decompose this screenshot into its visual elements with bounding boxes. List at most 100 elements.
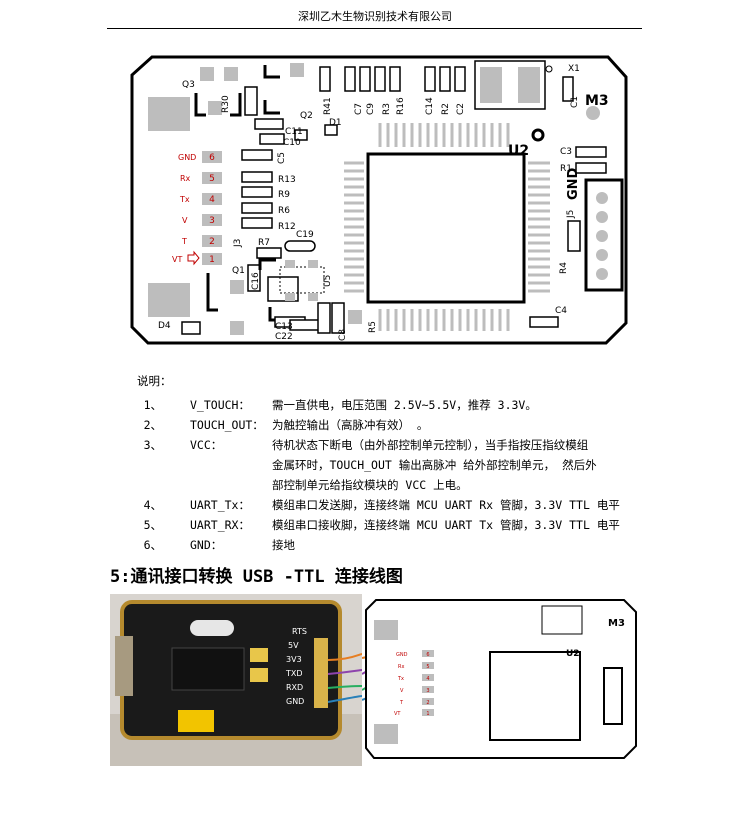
- ref-r12: R12: [278, 222, 296, 232]
- small-model-label: M3: [608, 618, 625, 629]
- ref-r7: R7: [258, 238, 270, 248]
- small-pin-label-v: V: [400, 688, 404, 694]
- pin-num-2: 2: [209, 237, 215, 247]
- small-pin-num-1: 1: [426, 711, 429, 717]
- note-text: 为触控输出（高脉冲有效） 。: [272, 418, 429, 432]
- ref-c7: C7: [354, 103, 364, 115]
- model-label: M3: [585, 93, 609, 109]
- ref-c4: C4: [555, 306, 567, 316]
- ref-c11: C11: [285, 127, 303, 137]
- small-pin-num-3: 3: [426, 688, 429, 694]
- ref-gnd: GND: [566, 167, 581, 200]
- pin-label-t: T: [181, 237, 187, 246]
- ref-c10: C10: [283, 138, 301, 148]
- small-pin-num-6: 6: [426, 652, 429, 658]
- note-item: 4、 UART_Tx： 模组串口发送脚，连接终端 MCU UART Rx 管脚，3.…: [137, 495, 645, 515]
- ref-q3: Q3: [182, 80, 195, 90]
- ref-r5: R5: [368, 321, 378, 333]
- ref-c16: C16: [251, 272, 261, 290]
- adapter-pin-rxd: RXD: [286, 683, 303, 692]
- header-rule: [107, 28, 642, 29]
- ref-r30: R30: [221, 95, 231, 113]
- note-item: 6、 GND： 接地: [137, 535, 645, 555]
- ref-q1: Q1: [232, 266, 245, 276]
- note-number: 4、: [143, 498, 162, 512]
- ref-j3: J3: [233, 239, 243, 248]
- ref-c1: C1: [570, 96, 580, 108]
- small-pin-label-t: T: [399, 700, 404, 706]
- pin-label-rx: Rx: [180, 174, 191, 183]
- pad-d4-area: [148, 283, 190, 317]
- note-text: 模组串口接收脚，连接终端 MCU UART Tx 管脚，3.3V TTL 电平: [272, 518, 620, 532]
- pin-num-4: 4: [209, 195, 215, 205]
- note-number: 6、: [143, 538, 162, 552]
- pin-label-gnd: GND: [178, 153, 196, 162]
- adapter-pin-3v3: 3V3: [286, 655, 302, 664]
- ref-r1: R1: [560, 164, 572, 174]
- note-item: 5、UART_RX：模组串口接收脚，连接终端 MCU UART Tx 管脚，3.…: [137, 515, 645, 535]
- ref-r41: R41: [323, 97, 333, 115]
- small-pin-num-5: 5: [426, 664, 429, 670]
- note-key: TOUCH_OUT：: [190, 418, 264, 432]
- note-key: UART_Tx：: [190, 498, 250, 512]
- adapter-pin-gnd: GND: [286, 697, 304, 706]
- ref-c2: C2: [456, 103, 466, 115]
- ref-j5: J5: [566, 210, 576, 219]
- adapter-pin-txd: TXD: [285, 669, 303, 678]
- ref-d4: D4: [158, 321, 171, 331]
- ref-c22: C22: [275, 332, 293, 342]
- notes-block: 说明： 1、 V_TOUCH： 需一直供电，电压范围 2.5V~5.5V，推荐 3.…: [137, 373, 645, 555]
- ref-d1: D1: [329, 118, 342, 128]
- small-pin-num-2: 2: [426, 700, 429, 706]
- chip-label: U2: [508, 143, 529, 159]
- ref-c5: C5: [277, 152, 287, 164]
- ref-c8: C8: [338, 329, 348, 341]
- note-number: 3、: [143, 438, 162, 452]
- ref-u5: U5: [323, 275, 333, 287]
- ref-x1: X1: [568, 64, 580, 74]
- pin-num-6: 6: [209, 153, 215, 163]
- ref-r6: R6: [278, 206, 290, 216]
- note-item: 3、 VCC： 待机状态下断电（由外部控制单元控制），当手指按压指纹模组: [137, 435, 645, 455]
- note-text-continued: 部控制单元给指纹模块的 VCC 上电。: [272, 478, 468, 492]
- section-title: 5:通讯接口转换 USB -TTL 连接线图: [110, 567, 403, 587]
- arrow-icon: [187, 250, 200, 266]
- pin-label-vt: VT: [172, 255, 182, 264]
- small-chip-label: U2: [566, 649, 580, 659]
- notes-title: 说明：: [137, 374, 172, 388]
- u2-chip: [366, 152, 526, 304]
- ref-c13: C13: [275, 322, 293, 332]
- ref-r3: R3: [382, 103, 392, 115]
- note-text: 待机状态下断电（由外部控制单元控制），当手指按压指纹模组: [272, 438, 589, 452]
- usb-ttl-photo: RTS 5V 3V3 TXD RXD GND: [110, 594, 362, 766]
- jumper: [178, 710, 214, 732]
- ref-c3: C3: [560, 147, 572, 157]
- note-item: 2、 TOUCH_OUT： 为触控输出（高脉冲有效） 。: [137, 415, 645, 435]
- notes-list: 1、 V_TOUCH： 需一直供电，电压范围 2.5V~5.5V，推荐 3.3V。 2…: [137, 395, 645, 555]
- note-key: VCC：: [190, 438, 223, 452]
- ref-c19: C19: [296, 230, 314, 240]
- note-text: 需一直供电，电压范围 2.5V~5.5V，推荐 3.3V。: [272, 398, 537, 412]
- note-number: 2、: [143, 418, 162, 432]
- note-key: GND：: [190, 538, 223, 552]
- small-pin-label-rx: Rx: [398, 664, 404, 670]
- note-text: 模组串口发送脚，连接终端 MCU UART Rx 管脚，3.3V TTL 电平: [272, 498, 620, 512]
- pin-num-5: 5: [209, 174, 215, 184]
- pad-q3: [148, 97, 190, 131]
- note-text-continued: 金属环时，TOUCH_OUT 输出高脉冲 给外部控制单元， 然后外: [272, 458, 597, 472]
- small-pin-num-4: 4: [426, 676, 429, 682]
- small-pin-label-gnd: GND: [396, 652, 408, 658]
- adapter-rts: RTS: [292, 627, 307, 636]
- note-number: 1、: [143, 398, 162, 412]
- ref-q2: Q2: [300, 111, 313, 121]
- note-number: 5、: [143, 518, 162, 532]
- ref-r9: R9: [278, 190, 290, 200]
- note-text: 接地: [272, 538, 295, 552]
- pin-num-3: 3: [209, 216, 215, 226]
- note-key: V_TOUCH：: [190, 398, 250, 412]
- pin-num-1: 1: [209, 255, 215, 265]
- pin-label-v: V: [182, 216, 188, 225]
- ref-r16: R16: [396, 97, 406, 115]
- pin-label-tx: Tx: [179, 195, 190, 204]
- ref-r4: R4: [559, 262, 569, 274]
